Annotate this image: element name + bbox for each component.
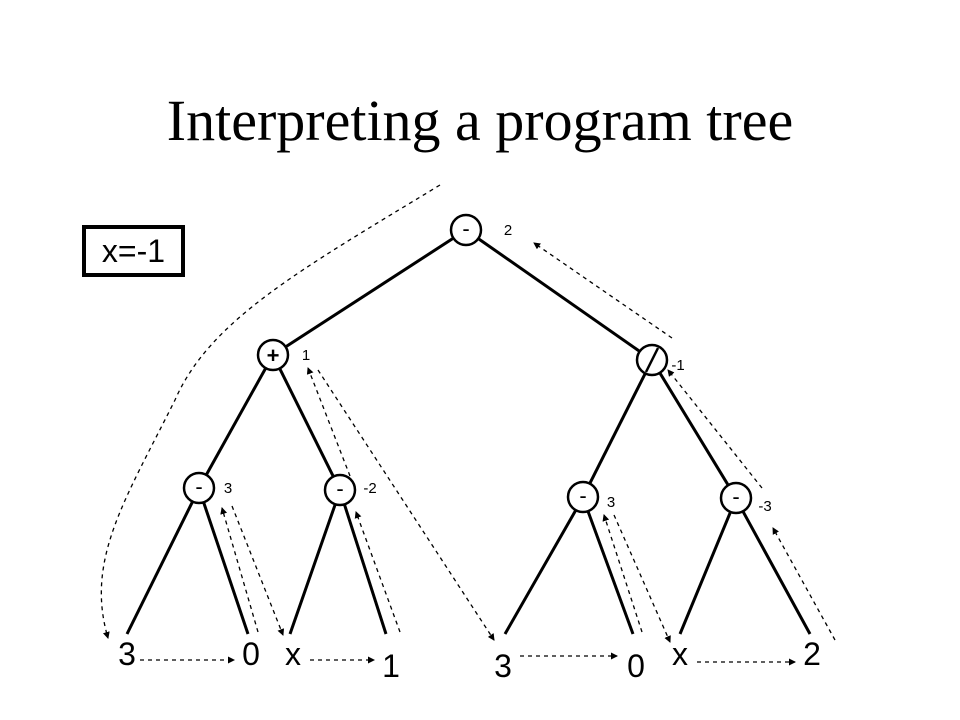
tree-edge-m1-leaf-0 [125, 500, 194, 635]
node-value-label: -3 [758, 498, 771, 515]
tree-edges [125, 236, 812, 635]
operator-label: - [732, 484, 739, 509]
operator-label: + [267, 343, 280, 368]
tree-edge-m3-leaf-5 [586, 510, 635, 635]
operator-label: - [579, 483, 586, 508]
operator-node-circle [182, 471, 216, 505]
operator-node-root: -2 [449, 213, 512, 247]
traversal-1-up-to-minus [354, 511, 401, 633]
operator-label: - [336, 476, 343, 501]
traversal-minus-down-to-x [231, 505, 285, 636]
traversal-0-up-to-minus [220, 507, 259, 633]
tree-edge-m2-leaf-2 [288, 503, 337, 635]
leaf-terminal-4: 3 [494, 648, 512, 684]
operator-node-circle [256, 338, 290, 372]
traversal-2-up-to-minus [772, 527, 836, 641]
node-value-label: 1 [302, 347, 310, 364]
tree-edge-m2-leaf-3 [342, 503, 388, 635]
tree-edge-m4-leaf-7 [741, 510, 812, 635]
operator-node-circle [566, 480, 600, 514]
tree-edge-root-div [477, 237, 641, 353]
tree-edge-div-m3 [588, 372, 647, 485]
operator-node-m3: -3 [566, 480, 615, 514]
divide-operator-icon [644, 347, 660, 373]
leaf-terminal-7: 2 [803, 636, 821, 672]
node-value-label: 2 [504, 222, 512, 239]
variable-binding-box: x=-1 [82, 225, 185, 277]
operator-node-div: /-1 [635, 343, 685, 377]
operator-node-m1: -3 [182, 471, 232, 505]
operator-node-m2: - -2 [323, 473, 377, 507]
operator-label: - [462, 216, 469, 241]
traversal-div-up-to-root [533, 242, 673, 339]
leaf-terminal-5: 0 [627, 648, 645, 684]
traversal-minus-up-to-div [667, 369, 763, 489]
operator-node-plus: +1 [256, 338, 310, 372]
traversal-arrows [100, 184, 836, 666]
operator-node-circle [719, 481, 753, 515]
node-value-label: 3 [224, 480, 232, 497]
tree-edge-m4-leaf-6 [678, 511, 732, 635]
tree-edge-m3-leaf-4 [503, 509, 578, 635]
operator-label: - [195, 474, 202, 499]
node-value-label: -1 [671, 357, 684, 374]
tree-edge-div-m4 [658, 372, 730, 486]
leaf-terminal-3: 1 [382, 648, 400, 684]
operator-node-circle [323, 473, 357, 507]
operator-node-circle [449, 213, 483, 247]
tree-edge-plus-m1 [204, 367, 268, 476]
traversal-minus-down-to-x-right [613, 514, 671, 643]
leaf-terminal-1: 0 [242, 636, 260, 672]
leaf-terminal-0: 3 [118, 636, 136, 672]
operator-node-m4: - -3 [719, 481, 772, 515]
tree-edge-plus-m2 [278, 367, 335, 478]
node-value-label: 3 [607, 494, 615, 511]
tree-edge-root-plus [284, 236, 455, 349]
node-value-label: -2 [363, 480, 376, 497]
traversal-plus-down-to-3 [317, 369, 495, 641]
leaf-terminal-6: x [672, 636, 688, 672]
tree-edge-m1-leaf-1 [202, 501, 250, 635]
traversal-minus-up-to-plus [306, 367, 351, 477]
slide-title: Interpreting a program tree [166, 88, 794, 153]
operator-nodes: -2+1/-1-3--2-3--3 [182, 213, 772, 515]
leaf-terminal-2: x [285, 636, 301, 672]
traversal-start-arrow [100, 184, 441, 639]
